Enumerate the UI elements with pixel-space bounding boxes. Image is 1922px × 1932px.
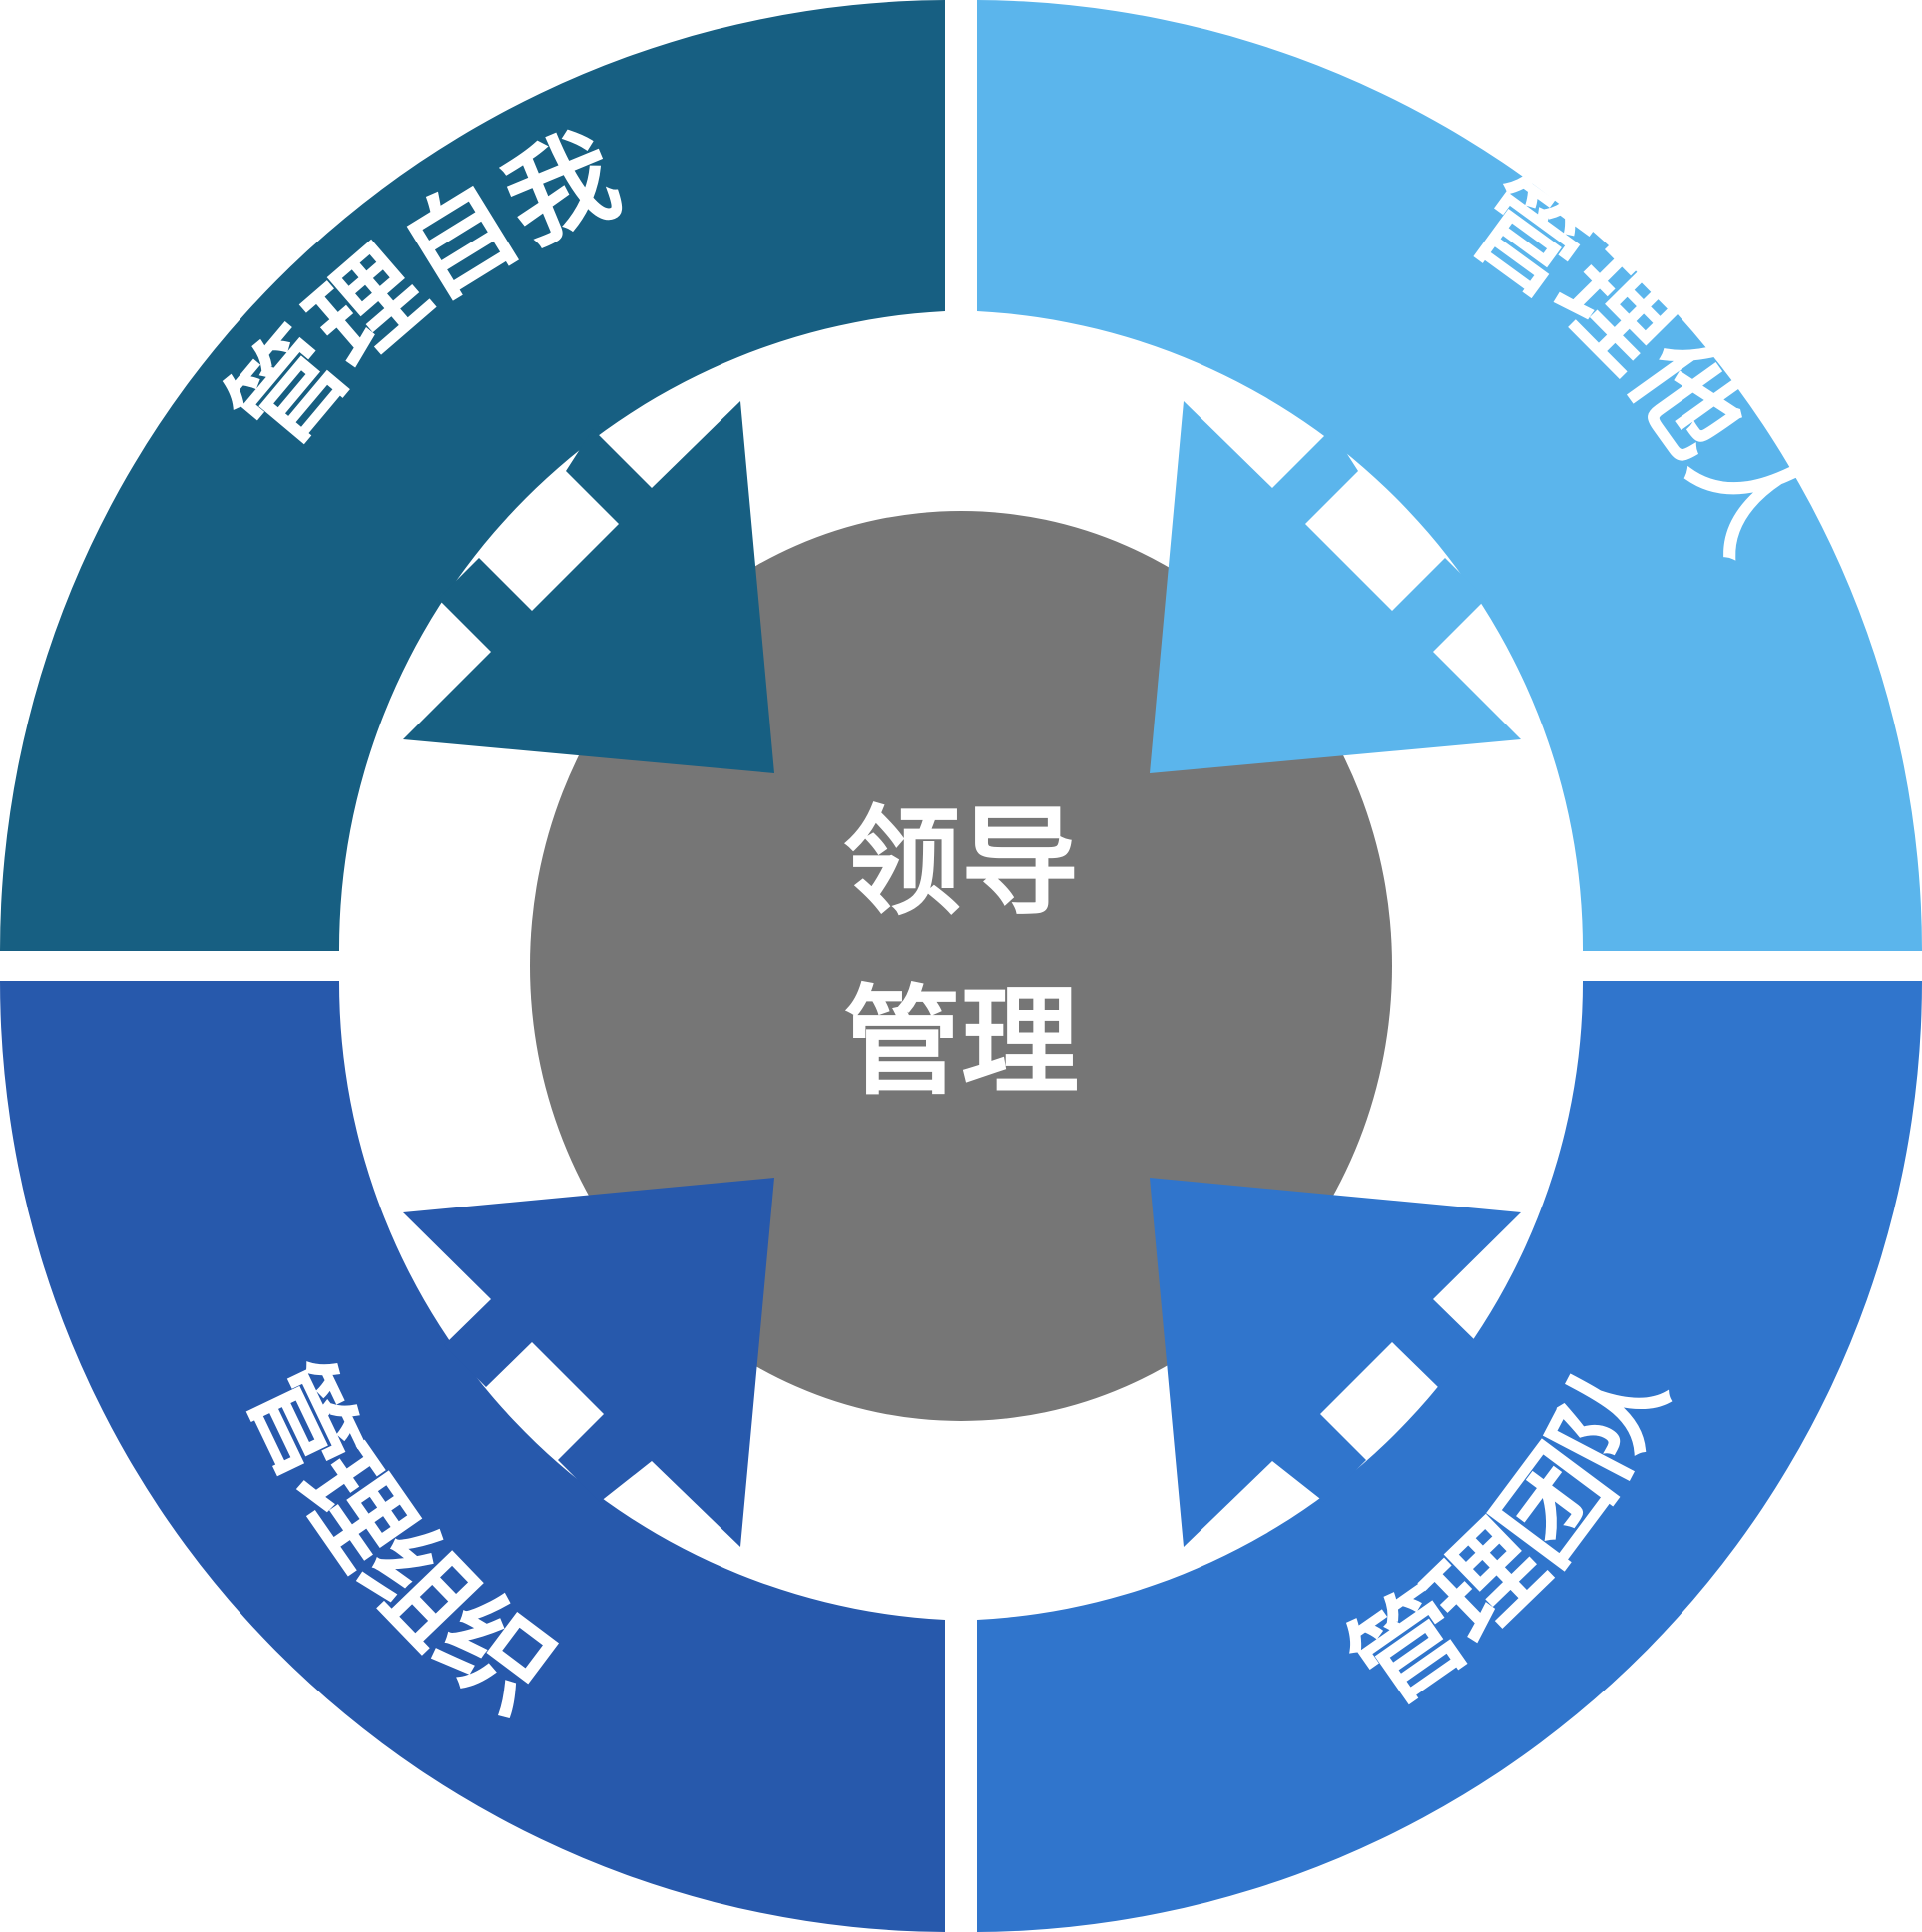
quadrant-bottom-right: [977, 981, 1922, 1932]
arrow-top-left: [403, 401, 774, 773]
quadrant-top-left: [0, 0, 945, 951]
quadrant-top-right: [977, 0, 1922, 951]
arrow-bottom-right: [1150, 1178, 1521, 1547]
center-label-line1: 领导: [843, 793, 1079, 931]
center-label-line2: 管理: [843, 973, 1079, 1111]
arrow-top-right: [1150, 401, 1521, 773]
arrow-bottom-left: [403, 1178, 774, 1547]
quadrant-bottom-left: [0, 981, 945, 1932]
